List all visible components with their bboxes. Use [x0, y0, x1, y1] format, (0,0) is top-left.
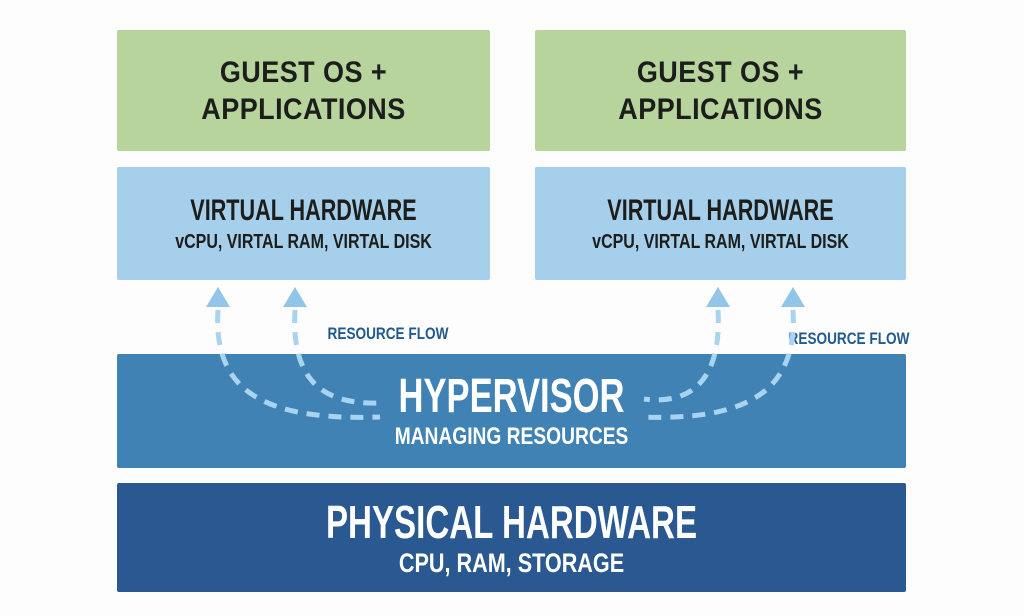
guest-os-label-line2: APPLICATIONS — [201, 92, 406, 126]
virtual-hardware-title: VIRTUAL HARDWARE — [190, 194, 417, 227]
arrowhead-icon — [706, 287, 730, 307]
physical-hardware-box: PHYSICAL HARDWARE CPU, RAM, STORAGE — [117, 483, 906, 592]
hypervisor-title: HYPERVISOR — [398, 370, 625, 423]
guest-os-box-vm2: GUEST OS + APPLICATIONS — [535, 30, 906, 151]
guest-os-label-line2: APPLICATIONS — [618, 92, 823, 126]
hypervisor-subtitle: MANAGING RESOURCES — [394, 423, 629, 450]
guest-os-label-line1: GUEST OS + — [636, 55, 805, 89]
guest-os-label-line1: GUEST OS + — [219, 55, 388, 89]
virtual-hardware-box-vm2: VIRTUAL HARDWARE vCPU, VIRTAL RAM, VIRTA… — [535, 167, 906, 280]
arrowhead-icon — [781, 287, 805, 307]
guest-os-box-vm1: GUEST OS + APPLICATIONS — [117, 30, 490, 151]
arrowhead-icon — [206, 287, 230, 307]
virtual-hardware-box-vm1: VIRTUAL HARDWARE vCPU, VIRTAL RAM, VIRTA… — [117, 167, 490, 280]
resource-flow-label-right: RESOURCE FLOW — [788, 329, 910, 348]
resource-flow-label-left: RESOURCE FLOW — [327, 324, 449, 343]
virtual-hardware-subtitle: vCPU, VIRTAL RAM, VIRTAL DISK — [175, 231, 432, 253]
arrowhead-icon — [283, 287, 307, 307]
physical-hardware-title: PHYSICAL HARDWARE — [325, 495, 698, 548]
virtual-hardware-subtitle: vCPU, VIRTAL RAM, VIRTAL DISK — [592, 231, 849, 253]
virtual-hardware-title: VIRTUAL HARDWARE — [607, 194, 834, 227]
physical-hardware-subtitle: CPU, RAM, STORAGE — [398, 547, 625, 578]
hypervisor-box: HYPERVISOR MANAGING RESOURCES — [117, 354, 906, 468]
